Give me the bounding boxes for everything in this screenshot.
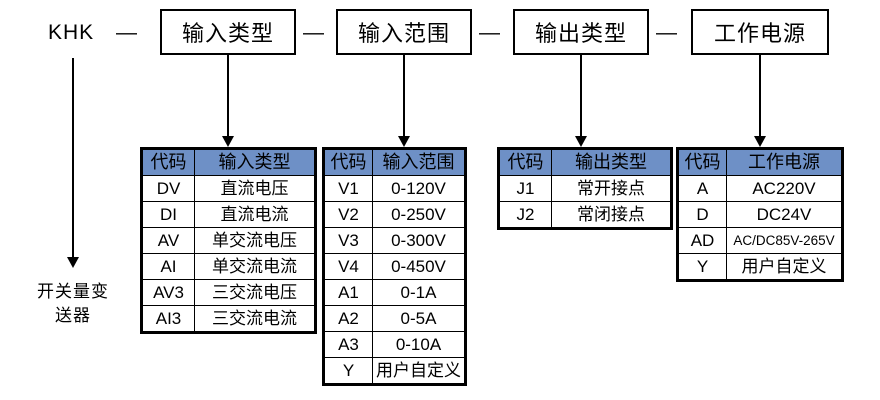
- cell-code: V4: [324, 253, 373, 280]
- segment-box-output-type-label: 输出类型: [534, 21, 627, 46]
- cell-value: 0-1A: [372, 279, 465, 306]
- cell-value: 直流电压: [194, 175, 315, 202]
- cell-code: V3: [324, 227, 373, 254]
- segment-box-power-supply: 工作电源: [691, 9, 829, 55]
- cell-code: Y: [678, 253, 727, 280]
- table-header-row: 代码输入类型: [142, 149, 315, 176]
- cell-value: 用户自定义: [372, 357, 465, 384]
- cell-value: 单交流电流: [194, 253, 315, 280]
- cell-code: AV: [142, 227, 195, 254]
- cell-value: AC/DC85V-265V: [726, 227, 842, 254]
- header-code: 代码: [324, 149, 373, 176]
- model-prefix-label: KHK: [48, 21, 95, 44]
- cell-code: DV: [142, 175, 195, 202]
- header-value: 输出类型: [551, 149, 671, 176]
- cell-value: 0-120V: [372, 175, 465, 202]
- cell-code: J2: [499, 201, 552, 228]
- cell-value: 常闭接点: [551, 201, 671, 228]
- product-name-line-1: 开关量变: [37, 282, 109, 301]
- cell-code: A3: [324, 331, 373, 358]
- cell-value: DC24V: [726, 201, 842, 228]
- separator-dash-4: —: [656, 21, 677, 44]
- table-header-row: 代码输出类型: [499, 149, 671, 176]
- cell-value: 0-5A: [372, 305, 465, 332]
- header-value: 输入范围: [372, 149, 465, 176]
- cell-code: AD: [678, 227, 727, 254]
- cell-code: AI3: [142, 305, 195, 332]
- cell-code: J1: [499, 175, 552, 202]
- header-code: 代码: [142, 149, 195, 176]
- cell-code: A: [678, 175, 727, 202]
- cell-code: DI: [142, 201, 195, 228]
- segment-box-input-type: 输入类型: [160, 9, 296, 55]
- cell-value: 用户自定义: [726, 253, 842, 280]
- header-code: 代码: [499, 149, 552, 176]
- cell-code: Y: [324, 357, 373, 384]
- cell-value: 常开接点: [551, 175, 671, 202]
- table-header-row: 代码输入范围: [324, 149, 465, 176]
- arrow-to-output-type-table: [571, 55, 591, 147]
- cell-value: 0-450V: [372, 253, 465, 280]
- header-code: 代码: [678, 149, 727, 176]
- separator-dash-1: —: [116, 21, 137, 44]
- arrow-to-product-name: [63, 58, 83, 268]
- arrow-to-power-supply-table: [750, 55, 770, 147]
- table-header-row: 代码工作电源: [678, 149, 842, 176]
- header-value: 输入类型: [194, 149, 315, 176]
- cell-code: AV3: [142, 279, 195, 306]
- cell-value: 0-10A: [372, 331, 465, 358]
- cell-value: 三交流电压: [194, 279, 315, 306]
- cell-value: AC220V: [726, 175, 842, 202]
- separator-dash-3: —: [479, 21, 500, 44]
- segment-box-power-supply-label: 工作电源: [713, 21, 806, 46]
- segment-box-output-type: 输出类型: [513, 9, 649, 55]
- cell-code: D: [678, 201, 727, 228]
- product-name-line-2: 送器: [55, 306, 91, 325]
- cell-code: A2: [324, 305, 373, 332]
- segment-box-input-range: 输入范围: [336, 9, 472, 55]
- arrow-to-input-type-table: [218, 55, 238, 147]
- header-value: 工作电源: [726, 149, 842, 176]
- cell-value: 0-250V: [372, 201, 465, 228]
- cell-value: 0-300V: [372, 227, 465, 254]
- segment-box-input-range-label: 输入范围: [357, 21, 450, 46]
- cell-value: 三交流电流: [194, 305, 315, 332]
- cell-code: A1: [324, 279, 373, 306]
- cell-code: AI: [142, 253, 195, 280]
- cell-code: V1: [324, 175, 373, 202]
- separator-dash-2: —: [303, 21, 324, 44]
- cell-value: 单交流电压: [194, 227, 315, 254]
- cell-value: 直流电流: [194, 201, 315, 228]
- product-name: 开关量变 送器: [20, 280, 126, 328]
- segment-box-input-type-label: 输入类型: [181, 21, 274, 46]
- arrow-to-input-range-table: [394, 55, 414, 147]
- cell-code: V2: [324, 201, 373, 228]
